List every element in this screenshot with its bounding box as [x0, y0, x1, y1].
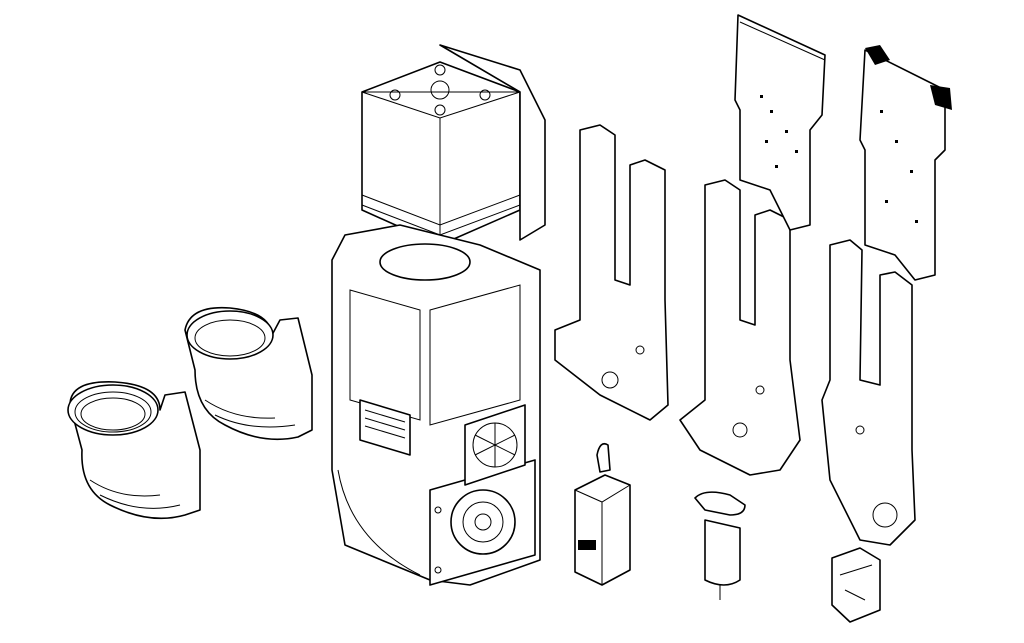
pcb-board-1	[734, 14, 826, 231]
nozzle-cup-front	[67, 381, 201, 520]
filament-sensor	[574, 442, 631, 586]
pcb-board-2	[859, 45, 952, 281]
mounting-plate-1	[554, 124, 669, 421]
mounting-plate-3	[821, 239, 916, 546]
main-body	[331, 224, 541, 586]
mounting-plate-2	[679, 179, 801, 476]
cylinder-bracket	[694, 491, 746, 600]
stepper-motor	[361, 44, 546, 246]
nozzle-cup-rear	[184, 306, 313, 441]
small-duct	[831, 547, 881, 623]
